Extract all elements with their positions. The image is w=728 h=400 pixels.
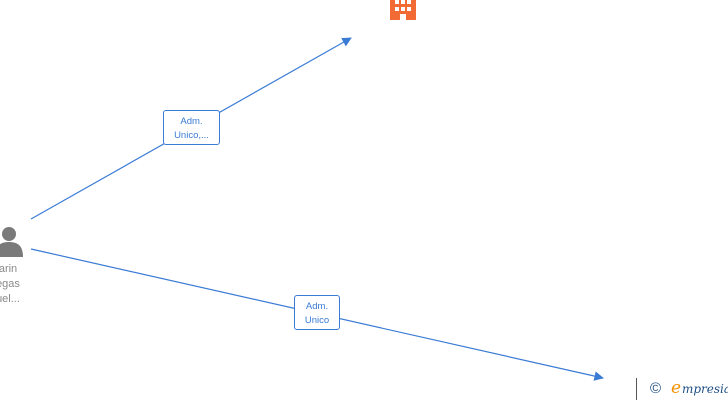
empresia-logo-e: e [671,378,682,398]
edge-label-role-1-line-1: Adm. [180,116,203,127]
edge-label-role-1[interactable]: Adm. Unico,... [163,110,220,145]
edge-label-role-2-line-1: Adm. [305,301,329,312]
person-name-label[interactable]: arin egas uel... [0,262,36,307]
person-name-line-1: arin [0,263,18,275]
person-icon[interactable] [0,227,23,257]
edge-label-role-1-line-2: Unico,... [174,130,209,141]
edge-label-role-2-line-2: Unico [304,315,330,326]
person-name-line-3: uel... [0,293,20,305]
person-name-line-2: egas [0,278,20,290]
copyright-symbol: © [650,380,662,397]
empresia-brand: © e mpresia [636,378,728,400]
building-icon[interactable] [390,0,416,20]
empresia-logo-text: mpresia [682,382,728,396]
edge-label-role-2[interactable]: Adm. Unico [294,295,340,330]
